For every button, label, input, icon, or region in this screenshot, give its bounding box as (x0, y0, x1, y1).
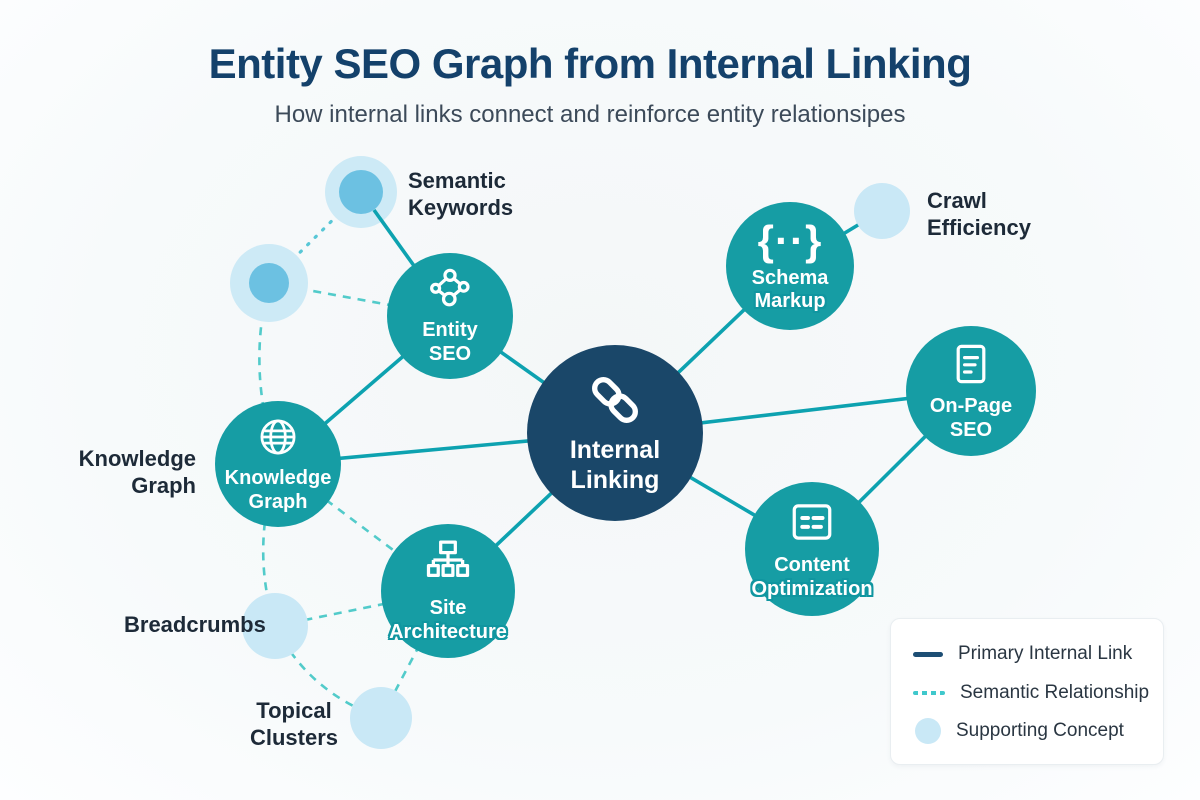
circle-swatch (915, 718, 941, 744)
header: Entity SEO Graph from Internal Linking H… (0, 40, 1180, 129)
knowledge-graph-label: Knowledge Graph (78, 446, 196, 498)
topical-clusters-circle (350, 687, 412, 749)
node-internal-linking: Internal Linking (527, 345, 703, 521)
network-graph-icon (430, 268, 470, 307)
node-entity-seo: Entity SEO (387, 253, 513, 379)
node-on-page-seo: On-Page SEO (906, 326, 1036, 456)
legend-label: Supporting Concept (956, 720, 1124, 741)
breadcrumbs-circle (242, 593, 308, 659)
page-title: Entity SEO Graph from Internal Linking (208, 40, 972, 87)
semantic-keywords-inner-circle (339, 170, 383, 214)
legend-row-supporting-concept: Supporting Concept (913, 716, 1141, 746)
legend-label: Semantic Relationship (960, 681, 1150, 703)
node-label: Internal Linking (569, 436, 661, 494)
legend-label: Primary Internal Link (958, 643, 1133, 664)
node-label: Site Architecture (389, 597, 507, 643)
topical-clusters-label: Topical Clusters (249, 698, 339, 750)
supporting-concept-inner-circle (249, 263, 289, 303)
semantic-keywords-label: Semantic Keywords (408, 168, 514, 220)
chain-link-icon (592, 377, 638, 424)
page-subtitle: How internal links connect and reinforce… (274, 101, 906, 128)
breadcrumbs-label: Breadcrumbs (124, 612, 266, 637)
dashed-line-swatch (913, 690, 945, 695)
node-content-optimization: Content Optimization (745, 482, 879, 616)
crawl-efficiency-circle (854, 183, 910, 239)
node-label: Knowledge Graph (224, 467, 332, 513)
content-list-icon (792, 504, 832, 540)
legend: Primary Internal Link Semantic Relations… (890, 618, 1164, 765)
supporting-concept-circles (230, 156, 910, 749)
node-label: Schema Markup (751, 266, 829, 312)
node-knowledge-graph: Knowledge Graph (215, 401, 341, 527)
curly-braces-icon: {··} (757, 216, 823, 264)
node-label: Entity SEO (422, 319, 478, 365)
crawl-efficiency-label: Crawl Efficiency (927, 188, 1031, 240)
node-schema-markup: {··} Schema Markup (726, 202, 854, 330)
legend-row-semantic-relationship: Semantic Relationship (913, 678, 1149, 708)
legend-row-primary-link: Primary Internal Link (913, 639, 1141, 669)
node-label: Content Optimization (751, 554, 873, 600)
node-label: On-Page SEO (929, 395, 1013, 441)
globe-icon (260, 419, 296, 455)
node-site-architecture: Site Architecture (381, 524, 515, 658)
sitemap-icon (426, 540, 470, 578)
document-icon (956, 344, 986, 384)
solid-line-swatch (913, 651, 943, 657)
